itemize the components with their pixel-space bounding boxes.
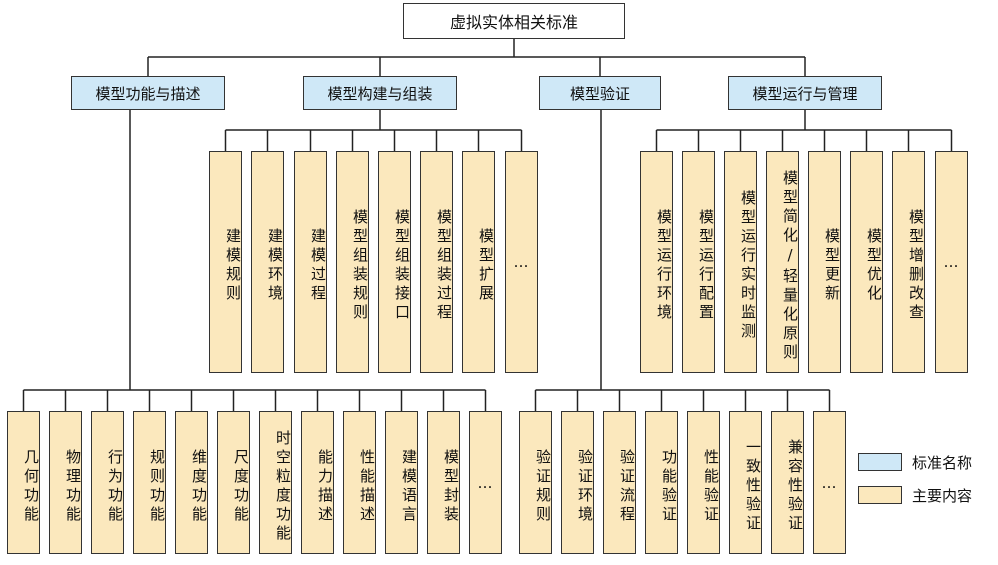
- leaf-build-2: 建模过程: [294, 151, 327, 373]
- leaf-run-3: 模型简化/轻量化原则: [766, 151, 799, 373]
- leaf-func-7: 能力描述: [301, 411, 334, 554]
- leaf-func-3: 规则功能: [133, 411, 166, 554]
- leaf-verify-7: …: [813, 411, 846, 554]
- leaf-run-6: 模型增删改查: [892, 151, 925, 373]
- leaf-verify-4: 性能验证: [687, 411, 720, 554]
- leaf-build-6: 模型扩展: [462, 151, 495, 373]
- category-model-build: 模型构建与组装: [303, 76, 457, 110]
- leaf-build-3: 模型组装规则: [336, 151, 369, 373]
- leaf-run-2: 模型运行实时监测: [724, 151, 757, 373]
- leaf-run-7: …: [935, 151, 968, 373]
- leaf-func-11: …: [469, 411, 502, 554]
- leaf-verify-1: 验证环境: [561, 411, 594, 554]
- leaf-run-4: 模型更新: [808, 151, 841, 373]
- leaf-func-6: 时空粒度功能: [259, 411, 292, 554]
- leaf-run-1: 模型运行配置: [682, 151, 715, 373]
- leaf-build-1: 建模环境: [251, 151, 284, 373]
- legend-label-content: 主要内容: [912, 487, 973, 505]
- leaf-build-4: 模型组装接口: [378, 151, 411, 373]
- leaf-func-10: 模型封装: [427, 411, 460, 554]
- leaf-build-0: 建模规则: [209, 151, 242, 373]
- leaf-func-9: 建模语言: [385, 411, 418, 554]
- leaf-func-1: 物理功能: [49, 411, 82, 554]
- legend-label-standard: 标准名称: [912, 454, 973, 472]
- leaf-func-2: 行为功能: [91, 411, 124, 554]
- category-model-verify: 模型验证: [539, 76, 661, 110]
- leaf-func-0: 几何功能: [7, 411, 40, 554]
- leaf-verify-2: 验证流程: [603, 411, 636, 554]
- leaf-verify-0: 验证规则: [519, 411, 552, 554]
- leaf-build-7: …: [505, 151, 538, 373]
- leaf-verify-6: 兼容性验证: [771, 411, 804, 554]
- root-node: 虚拟实体相关标准: [403, 3, 625, 39]
- leaf-verify-5: 一致性验证: [729, 411, 762, 554]
- legend-swatch-content: [858, 486, 902, 504]
- leaf-func-8: 性能描述: [343, 411, 376, 554]
- category-model-run: 模型运行与管理: [728, 76, 882, 110]
- leaf-func-4: 维度功能: [175, 411, 208, 554]
- leaf-verify-3: 功能验证: [645, 411, 678, 554]
- leaf-func-5: 尺度功能: [217, 411, 250, 554]
- leaf-build-5: 模型组装过程: [420, 151, 453, 373]
- category-model-function: 模型功能与描述: [71, 76, 225, 110]
- leaf-run-0: 模型运行环境: [640, 151, 673, 373]
- leaf-run-5: 模型优化: [850, 151, 883, 373]
- legend-swatch-standard: [858, 453, 902, 471]
